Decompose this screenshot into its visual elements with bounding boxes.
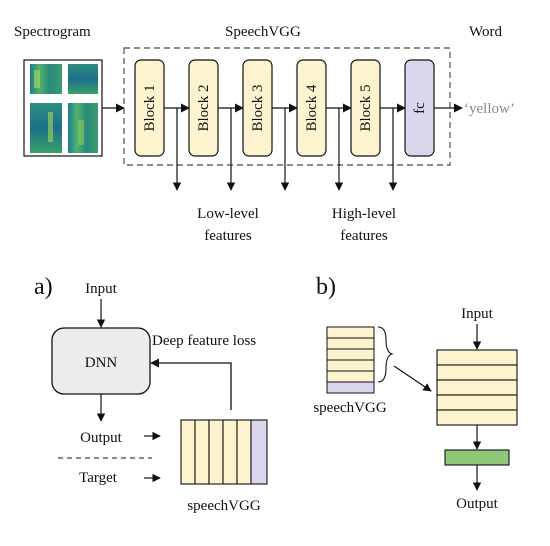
output-word: ‘yellow’ xyxy=(464,101,515,117)
high-level-label-2: features xyxy=(340,228,388,244)
low-level-label-2: features xyxy=(204,228,252,244)
bracket xyxy=(377,326,394,383)
block-5-label: Block 5 xyxy=(358,84,374,131)
low-level-label-1: Low-level xyxy=(197,206,259,222)
block-2: Block 2 xyxy=(188,59,219,157)
panel-a-input-label: Input xyxy=(85,281,117,297)
panel-a-speechvgg-stack xyxy=(180,419,268,485)
block-5: Block 5 xyxy=(350,59,381,157)
panel-b-tag: b) xyxy=(316,274,336,300)
block-1-label: Block 1 xyxy=(142,84,158,131)
fc-block: fc xyxy=(404,59,435,157)
fc-label: fc xyxy=(412,102,428,114)
speechvgg-title: SpeechVGG xyxy=(225,24,301,40)
panel-a-tag: a) xyxy=(34,274,53,300)
block-3: Block 3 xyxy=(242,59,273,157)
panel-b-input-label: Input xyxy=(461,306,493,322)
word-label: Word xyxy=(469,24,502,40)
spectrogram-label: Spectrogram xyxy=(14,24,91,40)
speechvgg-container xyxy=(123,47,451,166)
block-2-label: Block 2 xyxy=(196,84,212,131)
dnn-label: DNN xyxy=(85,355,118,371)
panel-b-network-stack xyxy=(436,349,518,426)
spectrogram-image xyxy=(23,59,103,157)
loss-feedback-arrow xyxy=(150,358,232,410)
block-3-label: Block 3 xyxy=(250,84,266,131)
block-4: Block 4 xyxy=(296,59,327,157)
block-1: Block 1 xyxy=(134,59,165,157)
panel-a-speechvgg-label: speechVGG xyxy=(187,498,260,514)
panel-a-target-label: Target xyxy=(79,470,118,486)
panel-b-speechvgg-label: speechVGG xyxy=(313,400,386,416)
classifier-head xyxy=(444,449,510,466)
feature-tap-arrows xyxy=(172,108,398,191)
deep-feature-loss-label: Deep feature loss xyxy=(152,333,256,349)
panel-b-speechvgg-stack xyxy=(326,326,375,394)
high-level-label-1: High-level xyxy=(332,206,396,222)
transfer-arrow xyxy=(393,365,432,392)
block-4-label: Block 4 xyxy=(304,84,320,132)
panel-b-output-label: Output xyxy=(456,496,499,512)
panel-a-output-label: Output xyxy=(80,430,123,446)
